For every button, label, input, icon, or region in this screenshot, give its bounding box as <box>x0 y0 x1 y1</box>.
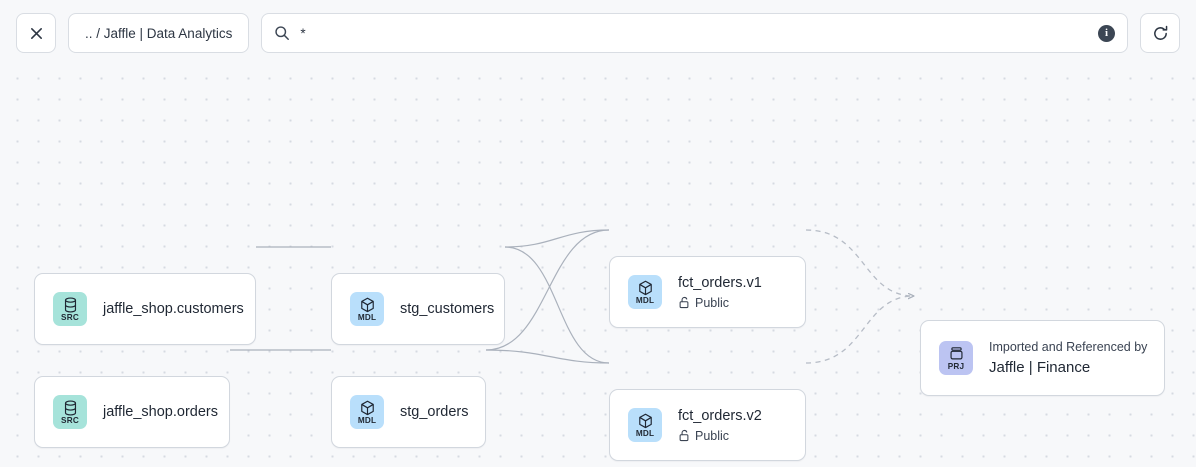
edge-fct-v1-to-prj <box>805 229 914 296</box>
refresh-button[interactable] <box>1140 13 1180 53</box>
mdl-badge-label: MDL <box>635 429 655 438</box>
database-icon <box>63 400 78 416</box>
node-title: stg_customers <box>400 300 495 317</box>
search-icon <box>275 26 290 40</box>
src-badge: SRC <box>53 395 87 429</box>
mdl-badge: MDL <box>628 408 662 442</box>
node-mdl-fct-orders-v1[interactable]: MDL fct_orders.v1 Public <box>609 256 806 328</box>
graph-canvas[interactable]: SRC jaffle_shop.customers SRC jaffle_sh <box>0 62 1196 467</box>
breadcrumb[interactable]: .. / Jaffle | Data Analytics <box>68 13 250 53</box>
mdl-badge: MDL <box>350 395 384 429</box>
node-access: Public <box>678 428 762 444</box>
mdl-badge: MDL <box>628 275 662 309</box>
close-button[interactable] <box>16 13 56 53</box>
search-bar[interactable]: i <box>261 13 1128 53</box>
node-title: jaffle_shop.orders <box>103 403 219 420</box>
node-src-jaffle-shop-orders[interactable]: SRC jaffle_shop.orders <box>34 376 230 448</box>
edge-stg-customers-to-fct-v2 <box>504 246 610 364</box>
cube-icon <box>360 400 375 416</box>
src-badge-label: SRC <box>61 416 79 425</box>
node-body: stg_customers <box>400 300 495 319</box>
node-title: fct_orders.v2 <box>678 407 762 424</box>
edge-fct-v2-to-prj <box>805 296 914 364</box>
node-mdl-stg-customers[interactable]: MDL stg_customers <box>331 273 505 345</box>
prj-badge-label: PRJ <box>947 362 965 371</box>
refresh-icon <box>1153 25 1167 40</box>
node-access-label: Public <box>695 428 730 443</box>
node-src-jaffle-shop-customers[interactable]: SRC jaffle_shop.customers <box>34 273 256 345</box>
toolbar: .. / Jaffle | Data Analytics i <box>0 0 1196 66</box>
mdl-badge-label: MDL <box>357 416 377 425</box>
search-input[interactable] <box>300 14 1088 52</box>
edge-stg-customers-to-fct-v1 <box>504 229 610 248</box>
src-badge: SRC <box>53 292 87 326</box>
src-badge-label: SRC <box>61 313 79 322</box>
node-prj-jaffle-finance[interactable]: PRJ Imported and Referenced by Jaffle | … <box>920 320 1165 396</box>
node-kicker: Imported and Referenced by <box>989 339 1148 354</box>
node-title: fct_orders.v1 <box>678 274 762 291</box>
info-icon-label: i <box>1104 26 1109 39</box>
node-title: Jaffle | Finance <box>989 358 1091 376</box>
node-title: stg_orders <box>400 403 469 420</box>
node-body: fct_orders.v1 Public <box>678 274 762 311</box>
node-mdl-stg-orders[interactable]: MDL stg_orders <box>331 376 486 448</box>
project-icon <box>949 346 964 362</box>
node-mdl-fct-orders-v2[interactable]: MDL fct_orders.v2 Public <box>609 389 806 461</box>
node-body: jaffle_shop.customers <box>103 300 244 319</box>
node-body: fct_orders.v2 Public <box>678 407 762 444</box>
mdl-badge: MDL <box>350 292 384 326</box>
prj-badge: PRJ <box>939 341 973 375</box>
cube-icon <box>638 413 653 429</box>
cube-icon <box>360 297 375 313</box>
info-icon[interactable]: i <box>1098 24 1115 42</box>
node-access-label: Public <box>695 295 730 310</box>
unlock-icon <box>679 429 689 442</box>
breadcrumb-label: .. / Jaffle | Data Analytics <box>85 25 233 41</box>
node-body: jaffle_shop.orders <box>103 403 219 422</box>
close-icon <box>30 27 42 39</box>
node-access: Public <box>678 295 762 311</box>
mdl-badge-label: MDL <box>357 313 377 322</box>
database-icon <box>63 297 78 313</box>
node-title: jaffle_shop.customers <box>103 300 244 317</box>
unlock-icon <box>679 296 689 309</box>
cube-icon <box>638 280 653 296</box>
mdl-badge-label: MDL <box>635 296 655 305</box>
node-body: Imported and Referenced by Jaffle | Fina… <box>989 339 1148 378</box>
edge-stg-orders-to-fct-v2 <box>485 349 610 364</box>
node-body: stg_orders <box>400 403 469 422</box>
